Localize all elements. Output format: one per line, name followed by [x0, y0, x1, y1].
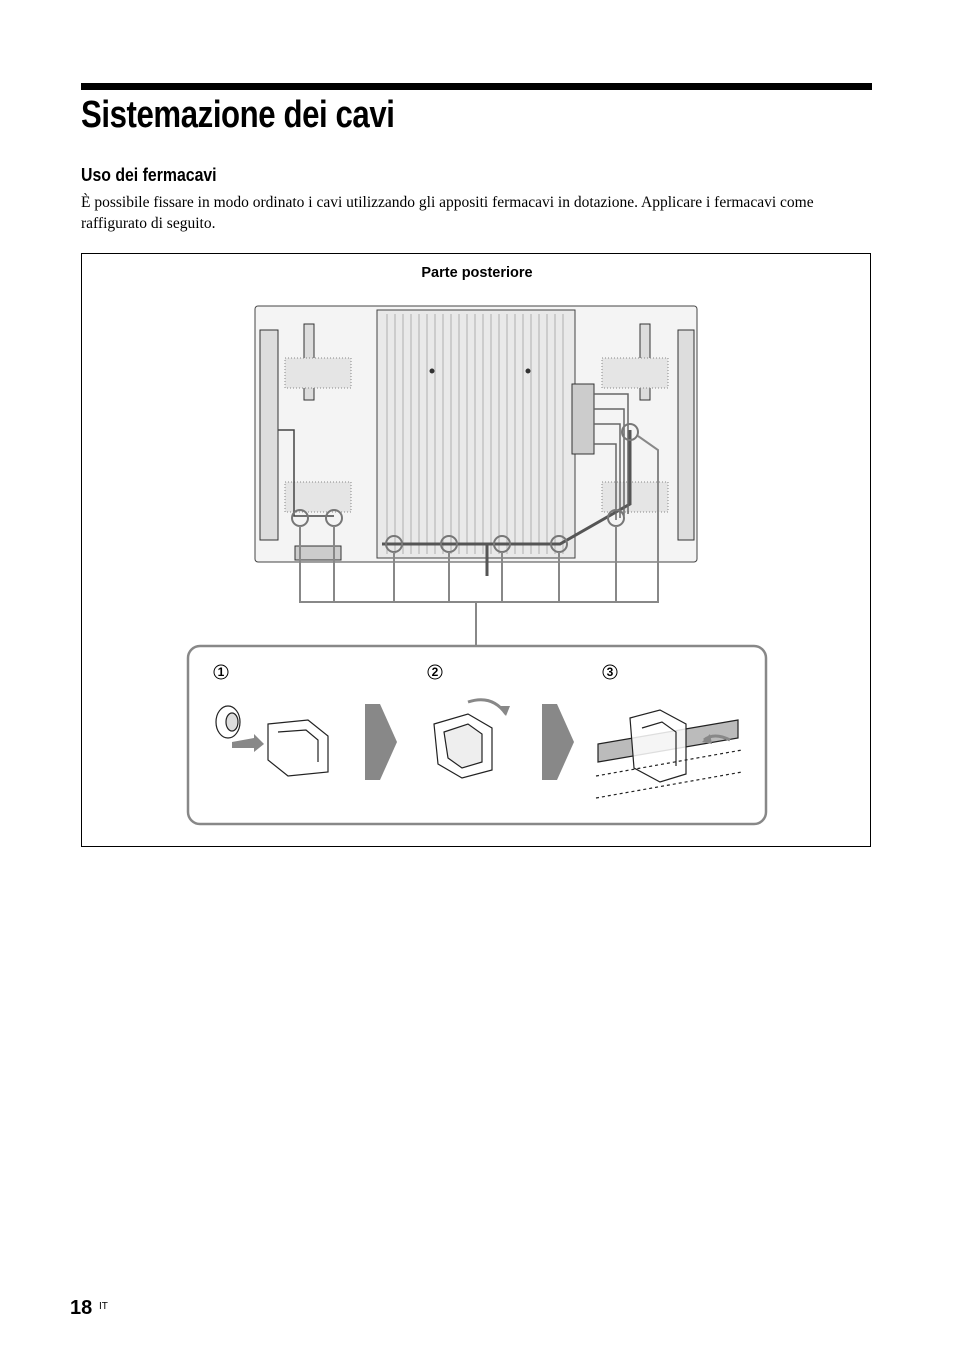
step-2-drawing — [433, 698, 510, 779]
svg-text:3: 3 — [607, 665, 614, 679]
body-paragraph: È possibile fissare in modo ordinato i c… — [81, 194, 814, 232]
step-number-3: 3 — [602, 664, 618, 680]
svg-text:2: 2 — [432, 665, 439, 679]
step-arrow-1 — [365, 704, 397, 780]
step-arrow-2 — [542, 704, 574, 780]
figure-caption: Parte posteriore — [421, 265, 533, 281]
step-number-1: 1 — [213, 664, 229, 680]
section-subtitle: Uso dei fermacavi — [81, 165, 217, 185]
figure-frame: Parte posteriore — [81, 253, 871, 847]
steps-panel — [186, 644, 768, 826]
monitor-rear-drawing — [254, 305, 698, 576]
title-rule — [81, 83, 872, 90]
leader-lines — [299, 435, 659, 646]
page-title: Sistemazione dei cavi — [81, 94, 395, 136]
page-language-tag: IT — [99, 1301, 108, 1312]
page-number: 18 — [70, 1297, 93, 1319]
step-1-drawing — [215, 705, 329, 777]
step-number-2: 2 — [427, 664, 443, 680]
step-3-drawing — [595, 709, 743, 799]
svg-text:1: 1 — [218, 665, 225, 679]
cable-clamp-illustration: 1 2 3 — [186, 305, 768, 826]
